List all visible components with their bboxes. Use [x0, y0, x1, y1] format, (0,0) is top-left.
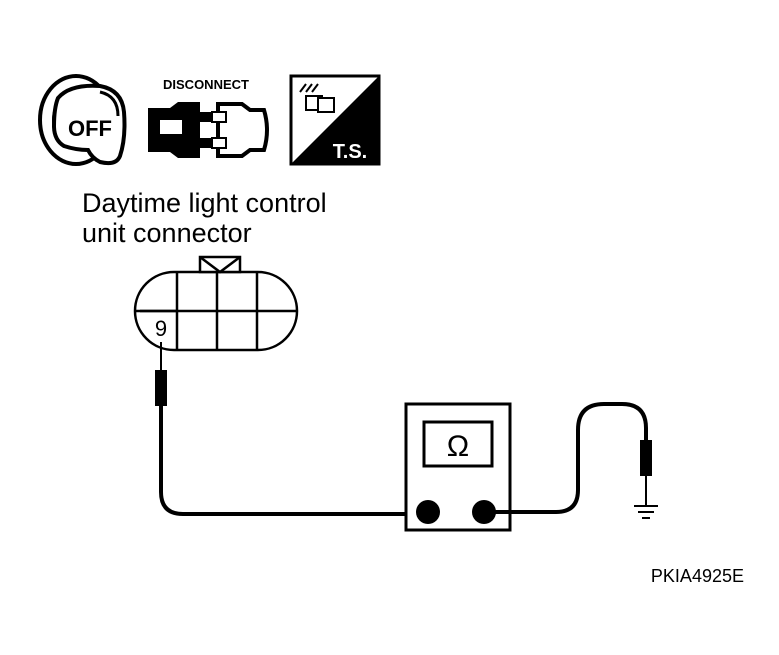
- figure-code: PKIA4925E: [651, 566, 744, 586]
- connector-body: [133, 255, 299, 352]
- terminal-side-icon: T.S.: [289, 74, 381, 166]
- probe-lead-ground: [484, 402, 652, 514]
- probe-lead-terminal: [155, 342, 420, 516]
- ignition-off-label: OFF: [68, 116, 112, 141]
- connector-title-line2: unit connector: [82, 218, 252, 248]
- terminal-side-label: T.S.: [333, 141, 367, 163]
- connector-disconnect-icon: DISCONNECT: [148, 77, 269, 158]
- ground-icon: [634, 505, 658, 519]
- connector-title-line1: Daytime light control: [82, 188, 327, 218]
- ohm-symbol: Ω: [447, 430, 469, 463]
- disconnect-label: DISCONNECT: [163, 77, 249, 92]
- ignition-key-off-icon: OFF: [38, 74, 127, 166]
- meter-terminal-left: [416, 500, 440, 524]
- terminal-number: 9: [155, 316, 167, 341]
